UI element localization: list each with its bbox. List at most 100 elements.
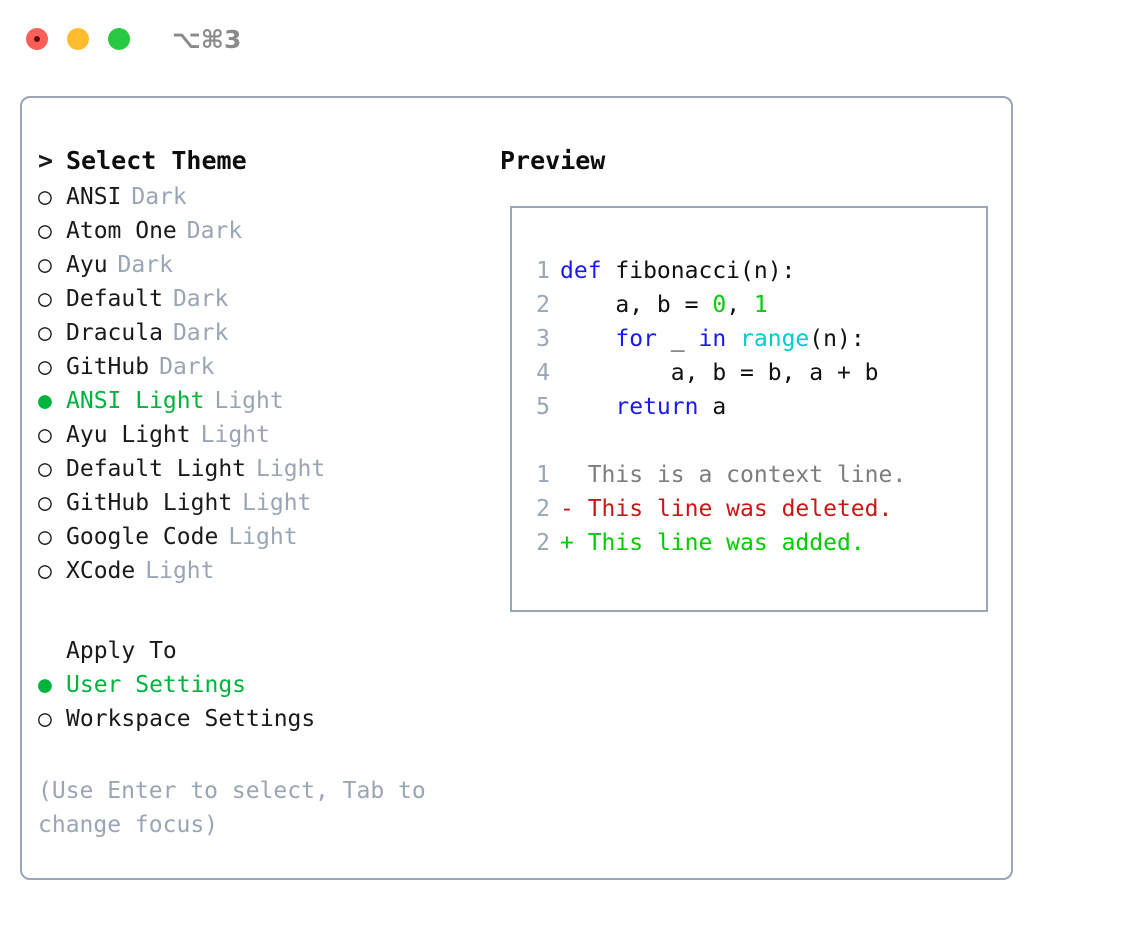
code-token-num: 0 [712,292,727,318]
theme-list-item[interactable]: ○ Google Code Light [38,524,478,558]
theme-list-item[interactable]: ○ Ayu Dark [38,252,478,286]
radio-unselected-icon: ○ [38,320,52,346]
theme-list-item[interactable]: ○ Dracula Dark [38,320,478,354]
code-line: 1 def fibonacci(n): [520,254,906,288]
theme-name: Dracula [66,320,163,346]
radio-unselected-icon: ○ [38,456,52,482]
code-token-pln: a [698,394,727,420]
apply-to-item[interactable]: ○Workspace Settings [38,706,478,740]
code-token-pln: (n): [809,326,865,352]
code-token-pln [560,326,615,352]
code-line-number: 3 [536,326,550,352]
theme-list-item[interactable]: ○ GitHub Light Light [38,490,478,524]
code-token-pln: fibonacci(n): [615,258,796,284]
radio-unselected-icon: ○ [38,218,52,244]
theme-name: ANSI [66,184,122,210]
code-token-kw: in [698,326,727,352]
diff-line: 2 - This line was deleted. [520,492,906,526]
diff-text: This line was deleted. [573,496,893,522]
code-line-text: for _ in range(n): [560,322,865,356]
radio-unselected-icon: ○ [38,252,52,278]
diff-line: 2 + This line was added. [520,526,906,560]
radio-selected-icon: ● [38,388,52,414]
code-line: 4 a, b = b, a + b [520,356,906,390]
diff-text: This line was added. [573,530,865,556]
diff-sign: + [560,530,574,556]
diff-line-number: 2 [536,496,550,522]
diff-line-text: - This line was deleted. [560,492,892,526]
theme-kind-badge: Dark [131,184,187,210]
theme-list-item[interactable]: ○ XCode Light [38,558,478,592]
theme-kind-badge: Dark [172,320,229,346]
diff-line-number: 2 [536,530,550,556]
apply-to-item[interactable]: ● User Settings [38,672,478,706]
theme-picker-heading-label: Select Theme [66,146,247,175]
radio-unselected-icon: ○ [38,184,52,210]
code-token-pln: _ [656,326,699,352]
diff-line-text: This is a context line. [560,458,907,492]
theme-name: Google Code [66,524,219,550]
maximize-window-icon[interactable] [108,28,130,50]
apply-to-heading-label: Apply To [66,638,177,664]
code-line: 5 return a [520,390,906,424]
theme-name: Default [66,286,163,312]
close-window-icon[interactable] [26,28,48,50]
keyboard-hint: (Use Enter to select, Tab to change focu… [38,778,440,838]
theme-picker-heading: > Select Theme [38,146,478,184]
theme-kind-badge: Light [200,422,270,448]
theme-kind-badge: Light [228,524,298,550]
radio-unselected-icon: ○ [38,490,52,516]
radio-unselected-icon: ○ [38,558,52,584]
theme-name: Ayu [66,252,108,278]
code-line-text: def fibonacci(n): [560,254,795,288]
code-line-text: a, b = 0, 1 [560,288,768,322]
theme-name: GitHub Light [66,490,233,516]
theme-name: Atom One [66,218,177,244]
apply-to-label: Workspace Settings [66,706,316,732]
chevron-right-icon: > [38,146,54,175]
radio-selected-icon: ● [38,672,52,698]
radio-unselected-icon: ○ [38,286,52,312]
code-line-number: 1 [536,258,550,284]
theme-name: Default Light [66,456,247,482]
code-token-num: 1 [753,292,768,318]
theme-name: Ayu Light [66,422,191,448]
theme-list-item[interactable]: ○ Default Light Light [38,456,478,490]
theme-kind-badge: Light [145,558,215,584]
diff-line-number: 1 [536,462,550,488]
theme-kind-badge: Dark [186,218,243,244]
apply-to-list: ● User Settings ○Workspace Settings [38,672,478,740]
code-line-number: 4 [536,360,550,386]
apply-to-heading: Apply To [38,638,478,672]
code-line-number: 2 [536,292,550,318]
theme-kind-badge: Light [242,490,312,516]
theme-kind-badge: Light [256,456,326,482]
code-token-kw: def [560,258,616,284]
minimize-window-icon[interactable] [67,28,89,50]
code-token-pln: a, b = [560,292,713,318]
code-token-pln [726,326,740,352]
theme-name: XCode [66,558,136,584]
preview-heading: Preview [500,146,606,175]
code-line-text: return a [560,390,726,424]
theme-list-item[interactable]: ○ Atom One Dark [38,218,478,252]
diff-text: This is a context line. [573,462,907,488]
code-token-pln: a, b = b, a + b [560,360,879,386]
theme-kind-badge: Dark [117,252,173,278]
spacer [38,592,478,638]
theme-list-item[interactable]: ○ ANSI Dark [38,184,478,218]
apply-to-label: User Settings [66,672,247,698]
code-token-kw: for [615,326,657,352]
radio-unselected-icon: ○ [38,524,52,550]
code-line: 3 for _ in range(n): [520,322,906,356]
